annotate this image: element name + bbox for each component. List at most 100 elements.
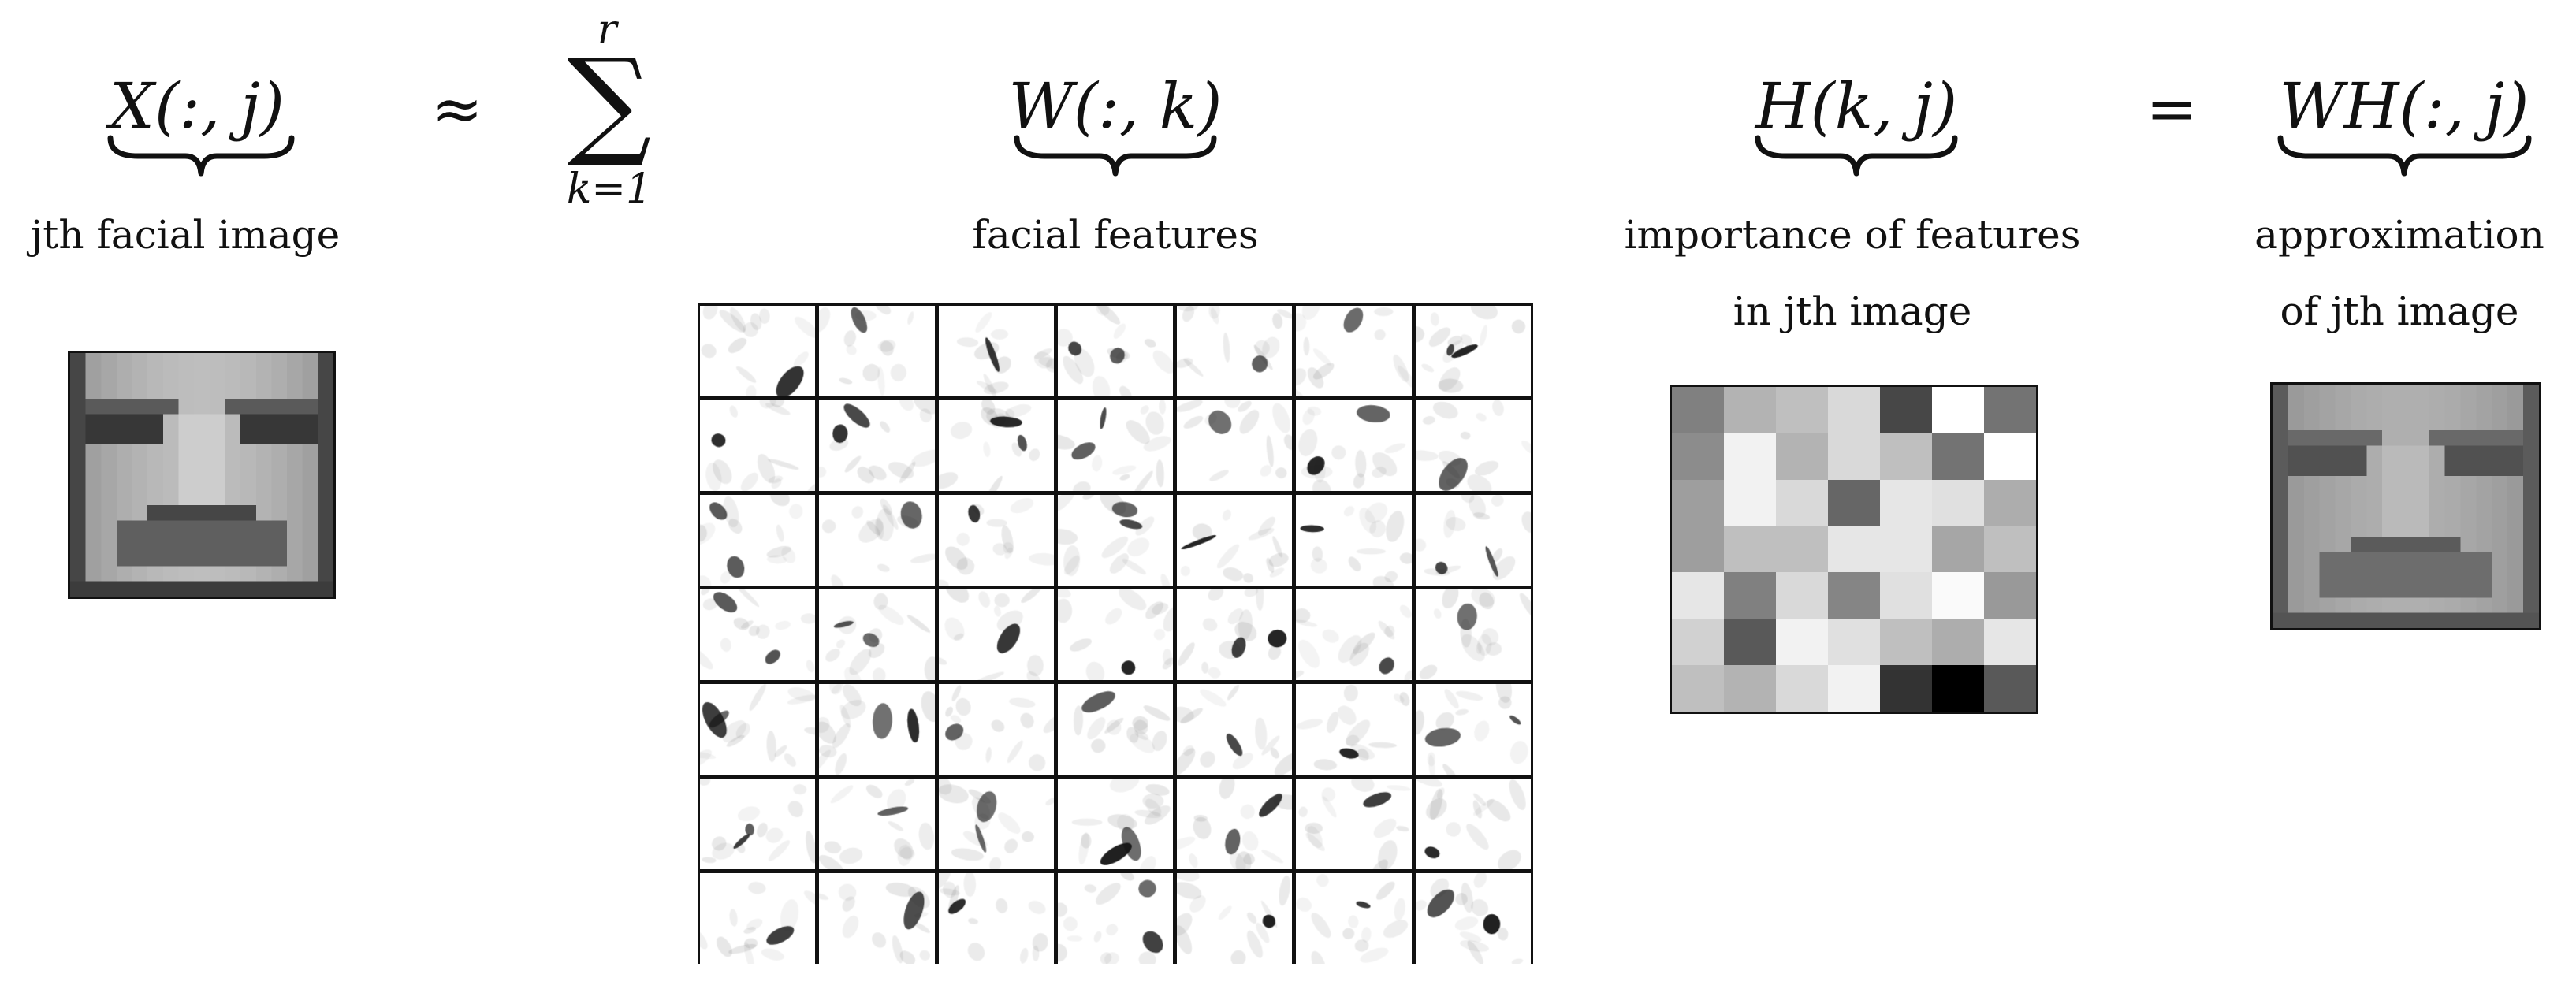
feature-tile: [700, 400, 816, 491]
importance-cell: [1724, 433, 1776, 480]
feature-tile: [700, 872, 816, 964]
h-label-line1: importance of features: [1624, 212, 2081, 258]
sum-upper-limit: r: [597, 6, 617, 54]
importance-cell: [1984, 433, 2036, 480]
feature-tile: [1296, 683, 1412, 775]
feature-tile: [1415, 494, 1531, 586]
feature-tile: [700, 778, 816, 869]
h-symbol: H(k, j): [1755, 69, 1958, 143]
x-label: jth facial image: [30, 212, 341, 258]
feature-tile: [819, 872, 935, 964]
feature-tile: [938, 872, 1054, 964]
importance-cell: [1880, 433, 1932, 480]
feature-tile: [700, 589, 816, 680]
wh-underbrace: [2277, 135, 2532, 177]
importance-cell: [1984, 619, 2036, 666]
feature-tile: [700, 306, 816, 396]
importance-cell: [1828, 665, 1880, 712]
importance-cell: [1776, 387, 1828, 433]
feature-tile: [819, 589, 935, 680]
feature-importance-matrix: [1670, 385, 2038, 714]
feature-tile: [1057, 778, 1174, 869]
importance-cell: [1776, 665, 1828, 712]
equals-sign: =: [2146, 74, 2198, 145]
feature-tile: [938, 589, 1054, 680]
importance-cell: [1828, 433, 1880, 480]
feature-tile: [1296, 306, 1412, 396]
feature-tile: [1415, 306, 1531, 396]
importance-cell: [1984, 526, 2036, 573]
feature-tile: [1415, 683, 1531, 775]
feature-tile: [819, 494, 935, 586]
feature-tile: [1296, 589, 1412, 680]
feature-tile: [819, 683, 935, 775]
h-underbrace: [1755, 135, 1958, 177]
feature-tile: [819, 306, 935, 396]
feature-tile: [700, 494, 816, 586]
importance-cell: [1672, 619, 1724, 666]
feature-tile: [938, 494, 1054, 586]
importance-cell: [1672, 572, 1724, 619]
x-symbol: X(:, j): [110, 69, 285, 143]
h-label-line2: in jth image: [1733, 288, 1972, 334]
importance-cell: [1672, 526, 1724, 573]
importance-cell: [1724, 572, 1776, 619]
importance-cell: [1672, 479, 1724, 526]
importance-cell: [1828, 526, 1880, 573]
importance-cell: [1880, 665, 1932, 712]
importance-cell: [1880, 387, 1932, 433]
w-label: facial features: [972, 212, 1259, 258]
importance-cell: [1984, 479, 2036, 526]
feature-tile: [938, 400, 1054, 491]
feature-tile: [1177, 306, 1293, 396]
wh-symbol: WH(:, j): [2279, 69, 2529, 143]
importance-cell: [1828, 572, 1880, 619]
importance-cell: [1672, 387, 1724, 433]
importance-cell: [1724, 665, 1776, 712]
feature-tile: [1177, 872, 1293, 964]
importance-cell: [1672, 433, 1724, 480]
wh-label-line2: of jth image: [2280, 288, 2519, 334]
importance-cell: [1672, 665, 1724, 712]
importance-cell: [1776, 526, 1828, 573]
importance-cell: [1776, 479, 1828, 526]
feature-tile: [1057, 872, 1174, 964]
importance-cell: [1880, 526, 1932, 573]
feature-tile: [1057, 306, 1174, 396]
feature-tile: [1177, 494, 1293, 586]
importance-cell: [1984, 572, 2036, 619]
feature-tile: [1296, 872, 1412, 964]
importance-cell: [1828, 619, 1880, 666]
importance-cell: [1984, 387, 2036, 433]
importance-cell: [1880, 572, 1932, 619]
feature-tile: [819, 778, 935, 869]
feature-tile: [1415, 589, 1531, 680]
sum-lower-limit: k=1: [566, 165, 653, 213]
importance-cell: [1724, 387, 1776, 433]
importance-cell: [1828, 479, 1880, 526]
feature-tile: [938, 683, 1054, 775]
importance-cell: [1880, 619, 1932, 666]
feature-tile: [1057, 683, 1174, 775]
approx-sign: ≈: [431, 74, 483, 145]
feature-tile: [700, 683, 816, 775]
feature-tile: [1296, 494, 1412, 586]
importance-cell: [1932, 526, 1984, 573]
importance-cell: [1724, 526, 1776, 573]
importance-cell: [1776, 572, 1828, 619]
wh-label-line1: approximation: [2254, 212, 2544, 258]
feature-tile: [1177, 683, 1293, 775]
w-symbol: W(:, k): [1008, 69, 1223, 143]
importance-cell: [1932, 387, 1984, 433]
facial-features-grid: [698, 303, 1533, 964]
importance-cell: [1932, 572, 1984, 619]
importance-cell: [1724, 619, 1776, 666]
importance-cell: [1776, 433, 1828, 480]
feature-tile: [1057, 589, 1174, 680]
feature-tile: [1415, 400, 1531, 491]
importance-cell: [1932, 479, 1984, 526]
feature-tile: [1177, 400, 1293, 491]
importance-cell: [1776, 619, 1828, 666]
approximation-image: [2270, 382, 2541, 630]
importance-cell: [1828, 387, 1880, 433]
